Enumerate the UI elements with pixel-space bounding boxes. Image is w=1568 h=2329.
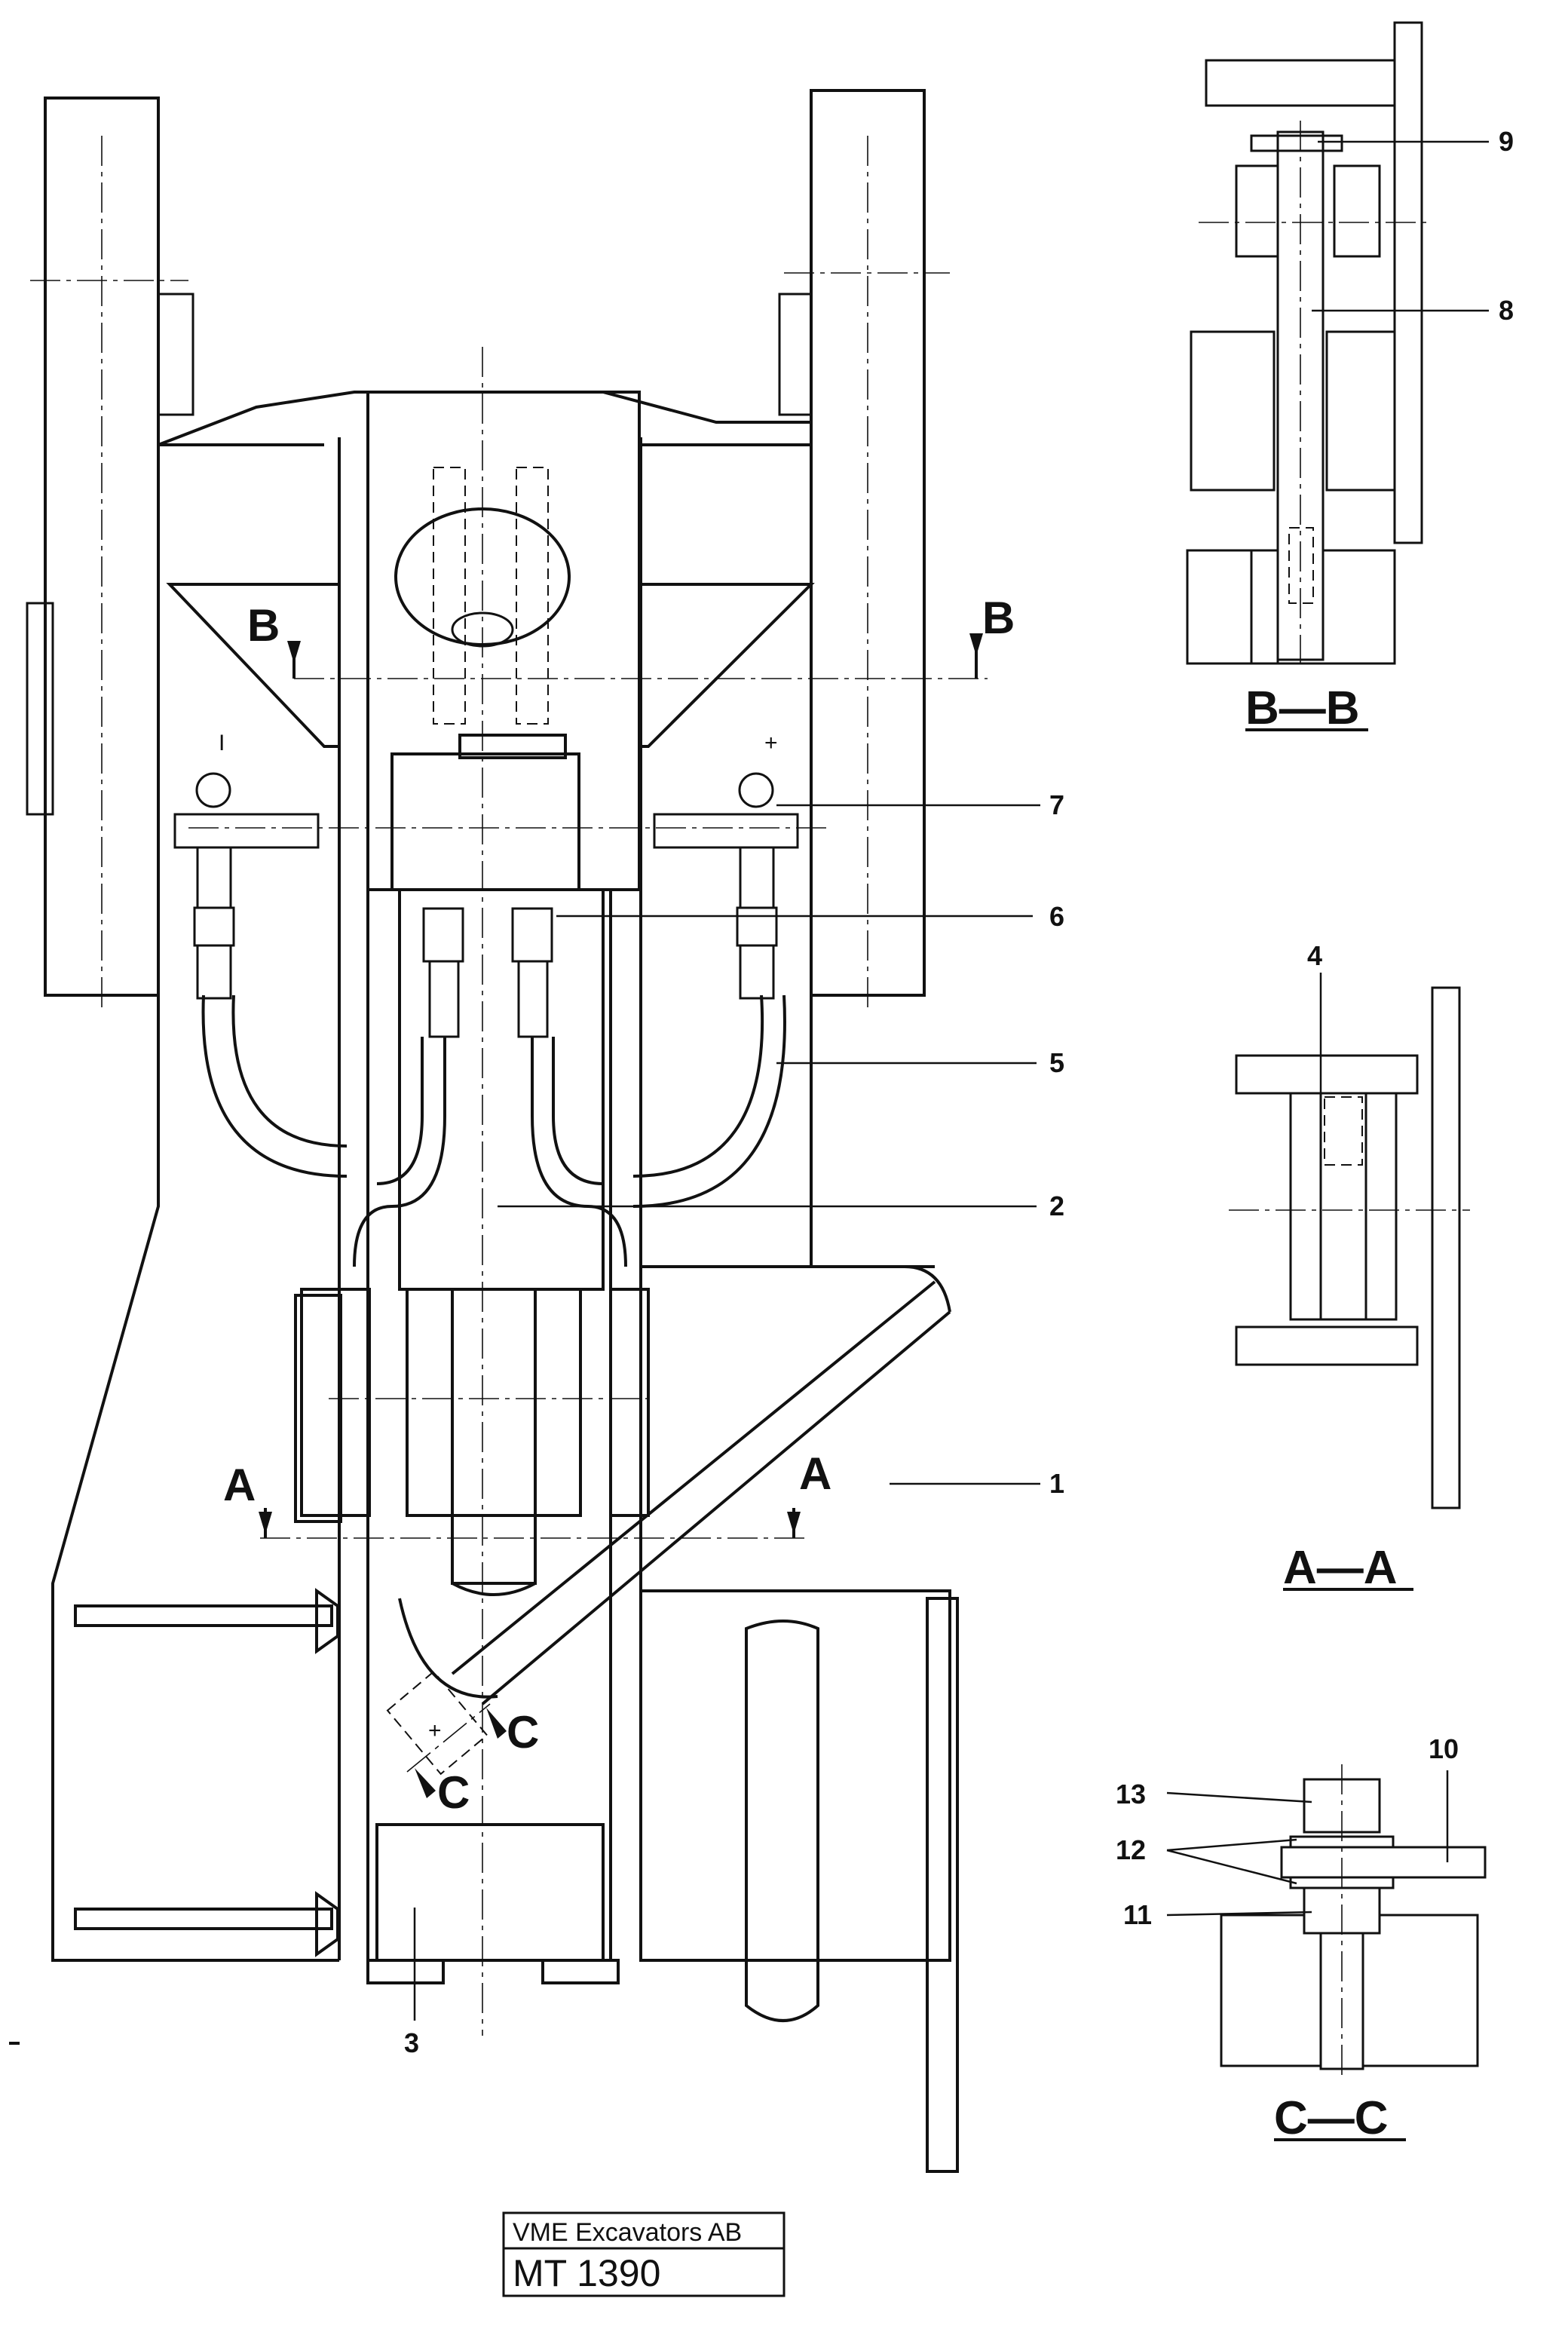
terminal-mark-right: + xyxy=(764,731,778,755)
title-block-drawing-number: MT 1390 xyxy=(513,2252,660,2294)
side-block-left xyxy=(294,1294,342,1523)
lower-frame-left xyxy=(51,995,339,1962)
section-cut-lines xyxy=(259,633,988,1798)
lower-guide-curve xyxy=(398,1598,498,1699)
bottom-plate xyxy=(375,1823,605,1962)
hose-inner-left xyxy=(353,1037,446,1267)
right-box xyxy=(639,1589,951,1962)
terminal-mark-left: I xyxy=(219,731,225,755)
hose-outer-left xyxy=(201,994,348,1178)
callout-9: 9 xyxy=(1499,126,1514,157)
piston-rod-housing xyxy=(406,1288,582,1517)
right-box-slot xyxy=(745,1620,819,2022)
section-a-left-label: A xyxy=(223,1460,256,1510)
section-aa-title: A—A xyxy=(1283,1542,1398,1594)
section-bb-title: B—B xyxy=(1245,682,1360,734)
title-block xyxy=(502,2211,786,2297)
top-cross-member xyxy=(158,391,811,446)
section-cc-view xyxy=(1220,1764,1487,2081)
section-aa-view xyxy=(1229,986,1470,1509)
hose-fitting-left xyxy=(422,907,464,963)
callout-3: 3 xyxy=(404,2027,419,2058)
hose-outer-right xyxy=(632,994,764,1178)
piston-rod xyxy=(451,1288,537,1585)
left-terminal-eye xyxy=(195,772,231,808)
cc-plate-10 xyxy=(1280,1846,1487,1879)
callout-7: 7 xyxy=(1049,789,1064,820)
callout-8: 8 xyxy=(1499,295,1514,326)
callout-10: 10 xyxy=(1429,1733,1459,1764)
left-frame-bracket xyxy=(26,602,54,816)
hose-fitting-right xyxy=(511,907,553,963)
section-c-lower-label: C xyxy=(437,1767,470,1818)
section-b-left-label: B xyxy=(247,600,280,651)
right-terminal-eye xyxy=(738,772,774,808)
callout-11: 11 xyxy=(1123,1899,1152,1930)
left-frame-tab xyxy=(157,293,194,416)
section-c-upper-label: C xyxy=(507,1707,539,1757)
callout-6: 6 xyxy=(1049,901,1064,932)
support-arm-lower xyxy=(74,1908,333,1930)
right-leg xyxy=(926,1597,959,2173)
diagonal-tube xyxy=(451,1280,936,1675)
svg-text:+: + xyxy=(428,1718,442,1743)
section-b-right-label: B xyxy=(982,593,1015,643)
section-c-pin xyxy=(386,1670,488,1776)
main-assembly-view: + xyxy=(26,89,959,2173)
section-bb-view xyxy=(1186,21,1432,665)
section-cc-title: C—C xyxy=(1274,2092,1389,2144)
left-crossbar xyxy=(173,813,320,849)
lower-frame-right xyxy=(810,995,935,1268)
hydraulic-cylinder xyxy=(398,888,605,1291)
title-block-company: VME Excavators AB xyxy=(513,2218,742,2247)
callout-12: 12 xyxy=(1116,1834,1146,1865)
right-frame-bracket xyxy=(778,293,813,416)
callout-leaders-main xyxy=(413,804,1040,2021)
section-a-right-label: A xyxy=(799,1448,831,1499)
callout-13: 13 xyxy=(1116,1779,1146,1810)
callout-5: 5 xyxy=(1049,1047,1064,1078)
cylinder-head xyxy=(390,752,580,891)
aa-pin xyxy=(1319,1092,1367,1321)
callout-2: 2 xyxy=(1049,1191,1064,1221)
callout-4: 4 xyxy=(1307,940,1322,971)
right-crossbar xyxy=(653,813,799,849)
mast-round-cutout xyxy=(394,507,571,646)
support-arm-upper xyxy=(74,1604,333,1627)
right-gusset xyxy=(639,583,815,748)
callout-1: 1 xyxy=(1049,1468,1064,1499)
